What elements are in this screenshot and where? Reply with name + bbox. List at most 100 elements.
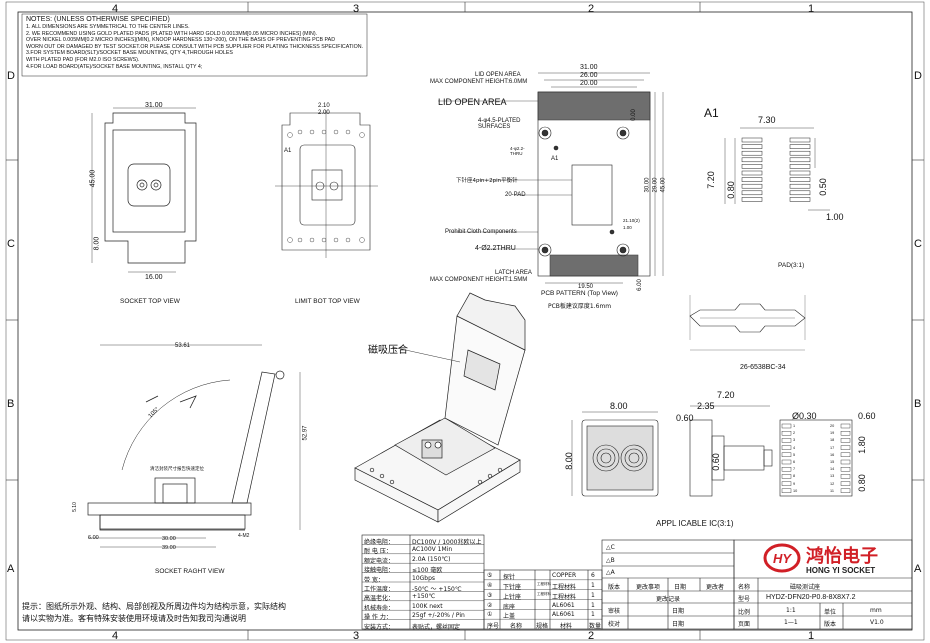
ic-pin-pad	[840, 431, 851, 436]
ic-pin-pad	[781, 459, 792, 465]
bom-name: 上针座	[503, 593, 522, 601]
side-w2: 30.00	[162, 536, 176, 542]
zone-row-c-left: C	[7, 238, 15, 250]
socket-top-inner: 16.00	[145, 274, 163, 281]
tb-name-value: 磁吸测试座	[790, 584, 821, 591]
pcb-dim-19: 19.50	[578, 284, 594, 290]
ic-pin-label-left: 5	[793, 452, 796, 457]
pad-left	[741, 144, 763, 149]
pad-right	[789, 197, 811, 202]
notes-line: 1. ALL DIMENSIONS ARE SYMMETRICAL TO THE…	[26, 24, 190, 30]
notes-block: NOTES: (UNLESS OTHERWISE SPECIFIED) 1. A…	[26, 16, 363, 70]
ic-pin-pad	[781, 488, 792, 493]
pad-left	[741, 157, 763, 163]
ic-pin-label-left: 9	[793, 481, 796, 486]
pcb-latch-height: MAX COMPONENT HEIGHT:1.5MM	[430, 277, 528, 283]
bom-header-no: 序号	[487, 623, 500, 630]
bom-mat: AL6061	[552, 601, 575, 609]
bom-name: 探针	[503, 574, 516, 581]
property-value: ≤100 毫欧	[412, 567, 443, 575]
bom-qty: 1	[591, 601, 595, 609]
notes-line: WORN OUT OR DAMAGED BY TEST SOCKET.OR PL…	[26, 43, 363, 50]
pad-a1: A1	[704, 106, 719, 120]
pad-left	[741, 183, 763, 189]
limit-bot-a1: A1	[284, 148, 292, 154]
rev-mark-b: △B	[606, 557, 615, 564]
ic-pin-label-left: 1	[793, 424, 796, 428]
ic-pin-pad	[781, 452, 792, 457]
ic-pin-pad	[781, 481, 792, 486]
zone-row-a-left: A	[7, 563, 15, 575]
bom-mat: COPPER	[552, 572, 577, 579]
ic-pin-label-left: 4	[793, 445, 796, 450]
notes-line: 2. WE RECOMMEND USING GOLD PLATED PADS (…	[26, 30, 318, 37]
pad-left	[741, 197, 763, 202]
bom-name: 上盖	[503, 613, 516, 621]
sign-design-check: 校对	[608, 621, 621, 628]
notes-line: OVER NICKEL 0.005MM[0.2 MICRO INCHES](MI…	[26, 37, 336, 44]
ic-width: 8.00	[610, 401, 628, 411]
pcb-pin-note: 下针座4pin+2pin平衡针	[456, 178, 518, 184]
rev-record: 更改记录	[656, 596, 681, 603]
zone-col-4-top: 4	[112, 3, 119, 15]
tb-ver-value: V1.0	[870, 619, 884, 626]
pcb-thru: 4-Ø2.2THRU	[475, 245, 516, 252]
property-key: 额定电流：	[364, 557, 395, 565]
zone-col-2-bottom: 2	[588, 630, 595, 642]
ic-pin-label-right: 20	[830, 424, 835, 428]
property-key: 绝缘电阻：	[364, 539, 395, 546]
pad-w: 0.50	[817, 178, 828, 196]
bom-spec: 工程材料	[537, 591, 551, 596]
ic-pin-pad	[781, 474, 792, 479]
ic-pin-label-left: 7	[793, 467, 796, 472]
property-value: -50℃ ～ +150℃	[412, 586, 462, 593]
brand-name-cn: 鸿怡电子	[806, 546, 878, 567]
zone-col-2-top: 2	[588, 3, 595, 15]
tb-scale-key: 比例	[738, 609, 751, 616]
ic-pin-pad	[840, 481, 851, 486]
ic-pin-label-left: 6	[793, 460, 796, 464]
side-w4: 4-M2	[238, 533, 250, 539]
rev-col-person: 更改者	[706, 584, 725, 591]
ic-pin-label-right: 13	[830, 474, 835, 479]
zone-col-4-bottom: 4	[112, 630, 119, 642]
bom-header-name: 名称	[510, 623, 523, 630]
ic-pin-label-right: 17	[830, 445, 835, 450]
pcb-small-dim: 1.00	[623, 225, 632, 230]
pcb-plated-label: 4-φ4.5-PLATED SURFACES	[478, 118, 521, 130]
zone-col-3-top: 3	[353, 3, 360, 15]
ic-p2: 1.80	[856, 436, 867, 454]
bom-spec: 工程材料	[537, 581, 551, 586]
socket-top-width: 31.00	[145, 102, 163, 109]
ic-pin-label-left: 3	[793, 438, 796, 443]
zone-row-d-left: D	[7, 70, 15, 82]
magnet-label: 磁吸压合	[368, 345, 408, 356]
pad-right	[789, 144, 811, 149]
property-value: 10Gbps	[412, 574, 436, 582]
bom-qty: 6	[591, 572, 595, 579]
brand-logo-text: HY	[773, 551, 792, 566]
pad-right	[789, 170, 811, 176]
ic-w2: 7.20	[717, 390, 735, 400]
tb-name-key: 名称	[738, 584, 751, 591]
bom-qty: 1	[591, 591, 595, 599]
limit-bot-dim-a: 2.10	[318, 103, 330, 109]
ic-pin-label-right: 16	[830, 452, 835, 457]
pcb-latch: LATCH AREA	[495, 270, 532, 276]
pcb-lid-max-height: MAX COMPONENT HEIGHT:6.0MM	[430, 79, 528, 85]
property-key: 安装方式：	[364, 623, 395, 631]
tb-unit-key: 单位	[824, 609, 837, 616]
rev-mark-c: △C	[606, 544, 615, 551]
pcb-dim-31: 31.00	[580, 64, 598, 71]
ic-pin-label-left: 8	[793, 474, 796, 479]
bom-name: 下针座	[503, 583, 522, 591]
pcb-dim-26: 26.00	[580, 72, 598, 79]
property-value: 表贴式，螺丝固定	[412, 623, 461, 631]
zone-row-c-right: C	[914, 238, 922, 250]
pad-left	[741, 170, 763, 176]
ic-pin-label-right: 18	[830, 438, 835, 443]
footer-line-2: 请以实物为准。客有特殊安装使用环境请及时告知我司沟通说明	[22, 614, 246, 623]
pad-right	[789, 177, 811, 182]
rev-row-a-label: A	[610, 569, 615, 576]
pcb-dim-0: 0.00	[630, 109, 637, 121]
